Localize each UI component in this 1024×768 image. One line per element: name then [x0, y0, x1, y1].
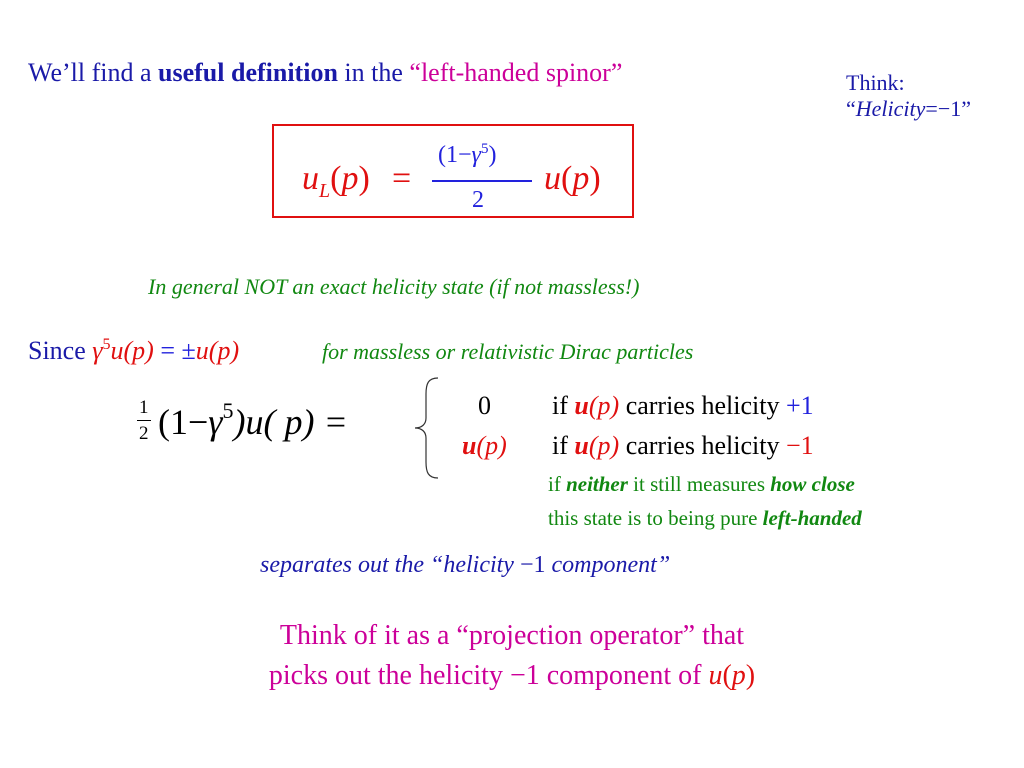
think-note: Think: “Helicity=−1”	[846, 70, 971, 122]
formula-rhs-arg: p	[572, 160, 590, 197]
neither2-prefix: this state is to being pure	[548, 506, 763, 530]
think-quote-open: “	[846, 95, 856, 121]
neither2-left-handed: left-handed	[762, 506, 862, 530]
formula-rhs: u(p)	[544, 162, 601, 196]
formula-lhs-sub: L	[319, 180, 331, 202]
case2-helicity: −1	[785, 431, 814, 460]
conclusion-line2: picks out the helicity −1 component of u…	[0, 662, 1024, 690]
formula-rhs-open: (	[561, 160, 573, 197]
think-line1: Think:	[846, 70, 905, 95]
neither-prefix: if	[548, 472, 567, 496]
frac-num-close: )	[488, 142, 497, 168]
formula-lhs-arg: p	[341, 160, 359, 197]
separates-minus-one: −1	[519, 552, 546, 578]
case2-arg: (p)	[588, 431, 620, 460]
neither-how-close: how close	[770, 472, 855, 496]
slide-title: We’ll find a useful definition in the “l…	[28, 60, 622, 86]
left-handed-spinor-formula-box: uL(p) = (1−γ5) 2 u(p)	[272, 124, 634, 218]
title-bold: useful definition	[158, 58, 338, 87]
case1-u: u	[574, 391, 589, 420]
formula-fraction-numerator: (1−γ5)	[438, 141, 497, 168]
neither-line2: this state is to being pure left-handed	[548, 508, 862, 529]
formula-rhs-u: u	[544, 160, 561, 197]
conclusion-open: (	[722, 660, 732, 691]
conclusion-line1: Think of it as a “projection operator” t…	[279, 620, 745, 651]
neither-middle: it still measures	[627, 472, 771, 496]
note-not-exact-helicity: In general NOT an exact helicity state (…	[148, 274, 640, 299]
since-statement: Since γ5u(p) = ±u(p)	[28, 337, 239, 364]
case2-if: if	[552, 431, 575, 460]
title-quote: “left-handed spinor”	[409, 58, 623, 87]
conclusion-u: u	[708, 660, 723, 691]
separates-statement: separates out the “helicity −1 component…	[260, 553, 670, 577]
proj-sup: 5	[222, 398, 234, 423]
frac-num-open: (1−	[438, 142, 472, 168]
case2-condition: if u(p) carries helicity −1	[552, 433, 814, 459]
separates-suffix: component”	[545, 552, 671, 578]
case2-value-arg: (p)	[476, 431, 507, 460]
frac-num-gamma: γ	[471, 142, 481, 168]
conclusion-close: )	[745, 660, 756, 691]
think-line2: “Helicity=−1”	[846, 96, 971, 122]
formula-fraction-denominator: 2	[472, 187, 484, 213]
think-helicity: Helicity	[855, 95, 926, 121]
case1-text: carries helicity	[619, 391, 786, 420]
case2-value: u(p)	[462, 433, 507, 459]
formula-fraction-bar	[432, 180, 532, 182]
case2-text: carries helicity	[619, 431, 786, 460]
since-gamma: γ	[92, 336, 103, 365]
case1-arg: (p)	[588, 391, 620, 420]
title-prefix: We’ll find a	[28, 58, 159, 87]
proj-gamma: γ	[208, 402, 223, 442]
case1-value: 0	[478, 391, 491, 420]
half-denominator: 2	[139, 423, 149, 444]
case1-if: if	[552, 391, 575, 420]
frac-num-sup: 5	[481, 141, 489, 157]
since-arg2: (p)	[208, 336, 240, 365]
since-word: Since	[28, 336, 93, 365]
case1-helicity: +1	[785, 391, 814, 420]
since-eq: = ±	[153, 336, 196, 365]
formula-lhs: uL(p)	[302, 160, 370, 202]
conclusion-prefix: picks out the helicity −1 component of	[268, 660, 709, 691]
formula-equals: =	[392, 160, 412, 197]
case2-value-u: u	[462, 431, 477, 460]
conclusion-arg: p	[731, 660, 746, 691]
half-fraction-bar	[137, 420, 151, 422]
since-sup: 5	[102, 336, 111, 353]
since-u: u	[110, 336, 124, 365]
title-middle: in the	[337, 58, 410, 87]
neither-bold: neither	[566, 472, 628, 496]
neither-line1: if neither it still measures how close	[548, 474, 855, 495]
since-u2: u	[195, 336, 209, 365]
case1-condition: if u(p) carries helicity +1	[552, 393, 814, 419]
formula-lhs-close: )	[358, 160, 370, 197]
separates-prefix: separates out the “helicity	[260, 552, 520, 578]
since-arg: (p)	[123, 336, 154, 365]
formula-lhs-u: u	[302, 160, 319, 197]
since-note: for massless or relativistic Dirac parti…	[322, 339, 694, 364]
think-value: =−1”	[925, 95, 971, 121]
proj-close: )u( p) =	[233, 402, 348, 442]
formula-lhs-open: (	[330, 160, 342, 197]
projection-expression: (1−γ5)u( p) =	[158, 398, 348, 442]
proj-open: (1−	[158, 402, 209, 442]
case2-u: u	[574, 431, 589, 460]
half-numerator: 1	[139, 397, 149, 418]
left-brace-icon	[414, 377, 439, 479]
formula-rhs-close: )	[589, 160, 601, 197]
